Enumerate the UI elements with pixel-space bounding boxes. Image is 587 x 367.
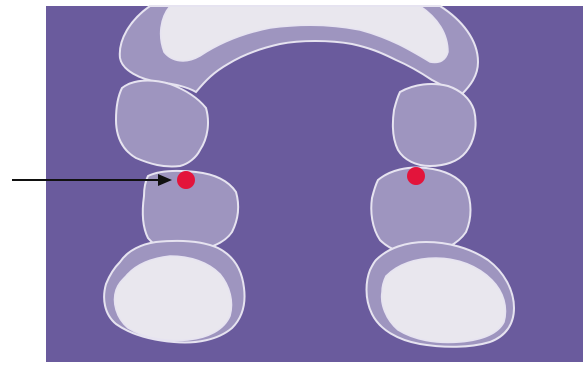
right-upper-bone	[393, 84, 476, 166]
left-joint-marker	[177, 171, 195, 189]
right-joint-marker	[407, 167, 425, 185]
